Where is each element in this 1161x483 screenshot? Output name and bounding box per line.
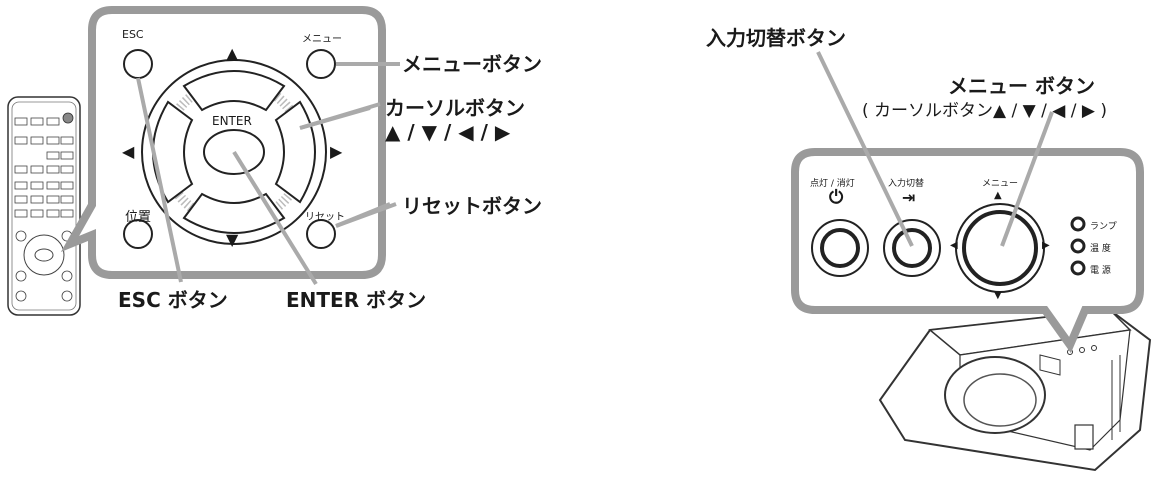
cursor-button-callout: カーソルボタン bbox=[385, 96, 525, 120]
menu-button-callout: メニューボタン bbox=[402, 52, 542, 76]
power-icon: ⏻ bbox=[829, 187, 844, 208]
projector-cursor-note: ( カーソルボタン▲ / ▼ / ◀ / ▶ ) bbox=[862, 101, 1107, 121]
menu-key-label: メニュー bbox=[302, 34, 342, 45]
esc-button-callout: ESC ボタン bbox=[118, 288, 228, 312]
power-indicator-label: 電 源 bbox=[1090, 266, 1111, 276]
remote-control-drawing bbox=[7, 96, 81, 316]
up-arrow-icon: ▲ bbox=[226, 44, 239, 63]
reset-key-label: リセット bbox=[305, 212, 345, 223]
lamp-indicator-label: ランプ bbox=[1090, 222, 1117, 232]
input-switch-button-callout: 入力切替ボタン bbox=[706, 26, 846, 50]
power-button-label: 点灯 / 消灯 bbox=[810, 179, 855, 189]
cursor-arrows-callout: ▲ / ▼ / ◀ / ▶ bbox=[385, 120, 511, 144]
panel-up-arrow-icon: ▲ bbox=[994, 190, 1002, 201]
remote-leader-lines bbox=[299, 62, 400, 228]
panel-right-arrow-icon: ▶ bbox=[1042, 240, 1050, 251]
enter-key-label: ENTER bbox=[212, 114, 252, 128]
down-arrow-icon: ▼ bbox=[226, 230, 239, 249]
reset-button-callout: リセットボタン bbox=[402, 194, 542, 218]
enter-button-callout: ENTER ボタン bbox=[286, 288, 427, 312]
position-key-label: 位置 bbox=[125, 210, 152, 225]
panel-left-arrow-icon: ◀ bbox=[950, 240, 958, 251]
panel-down-arrow-icon: ▼ bbox=[994, 290, 1002, 301]
remote-pad-drawing bbox=[60, 6, 390, 286]
temp-indicator-label: 温 度 bbox=[1090, 244, 1111, 254]
input-switch-icon: ⇥ bbox=[902, 188, 916, 207]
projector-menu-button-callout: メニュー ボタン bbox=[948, 74, 1095, 98]
right-arrow-icon: ▶ bbox=[330, 142, 343, 161]
control-panel-menu-label: メニュー bbox=[982, 179, 1019, 189]
left-arrow-icon: ◀ bbox=[122, 142, 135, 161]
esc-key-label: ESC bbox=[122, 28, 144, 41]
input-switch-label: 入力切替 bbox=[888, 179, 925, 189]
